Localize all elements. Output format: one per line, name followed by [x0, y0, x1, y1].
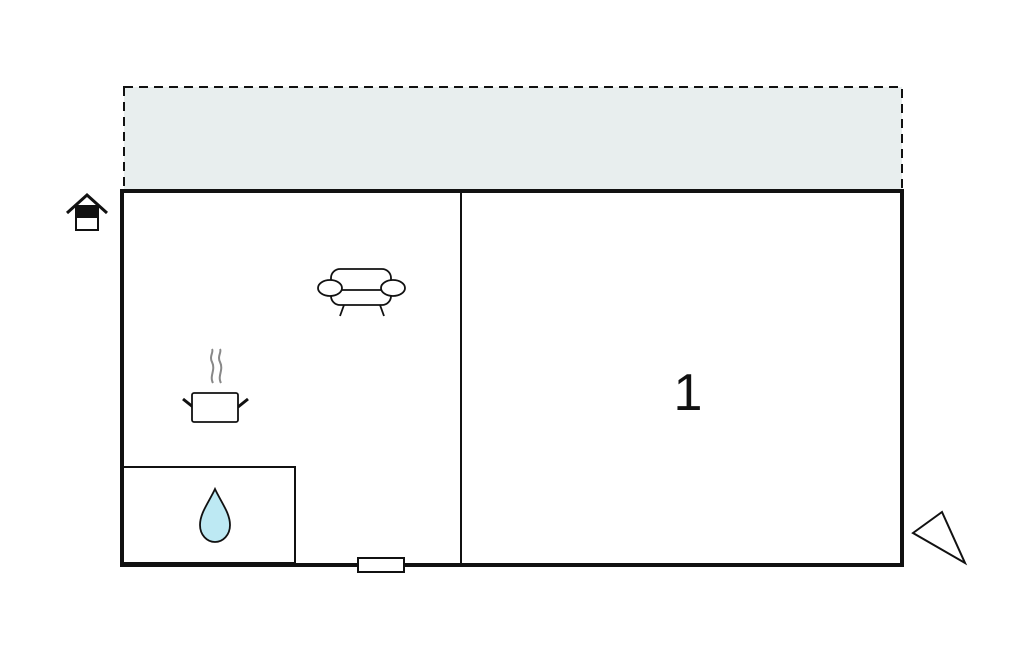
terrace — [123, 86, 903, 192]
sofa-icon — [317, 268, 406, 317]
entrance-house-icon — [65, 192, 109, 231]
cooking-pot-icon — [182, 348, 249, 423]
room-number: 1 — [674, 364, 703, 422]
door-marker — [357, 557, 405, 573]
orientation-triangle-icon — [911, 510, 968, 566]
water-drop-icon — [199, 486, 231, 543]
